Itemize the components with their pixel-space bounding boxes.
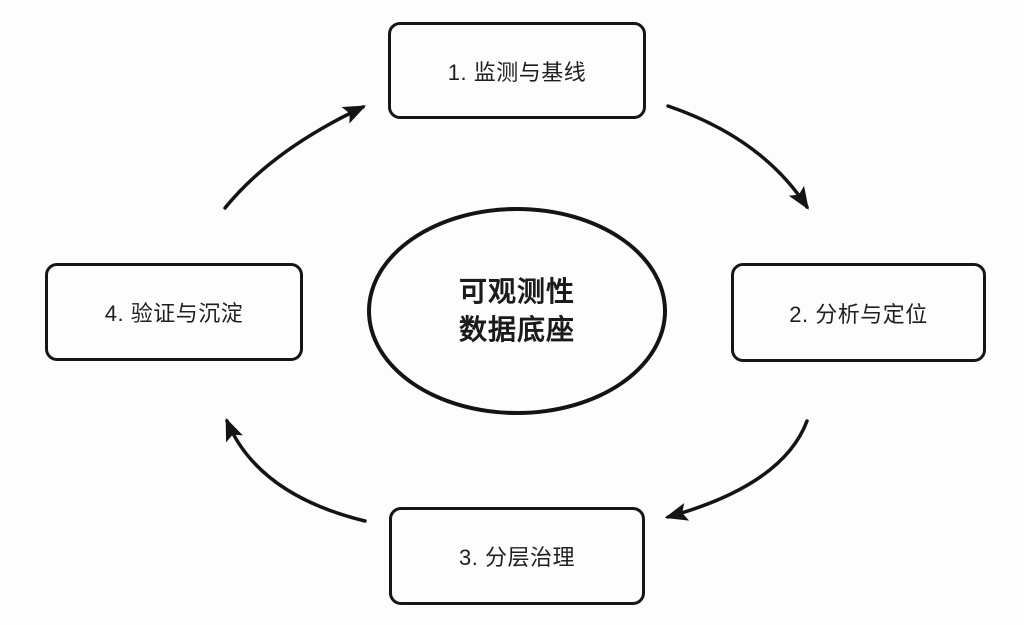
node-step-3: 3. 分层治理 xyxy=(389,507,645,605)
node-step-4: 4. 验证与沉淀 xyxy=(45,263,303,361)
node-step-1-label: 1. 监测与基线 xyxy=(447,59,587,85)
arrow-step1-to-step2 xyxy=(666,104,809,210)
node-step-3-label: 3. 分层治理 xyxy=(459,545,575,570)
node-step-2-label: 2. 分析与定位 xyxy=(789,301,928,327)
node-step-1: 1. 监测与基线 xyxy=(388,22,646,119)
node-step-4-label: 4. 验证与沉淀 xyxy=(104,301,244,326)
arrow-step4-to-step1 xyxy=(223,105,367,210)
node-step-2: 2. 分析与定位 xyxy=(731,263,986,362)
center-label-line2: 数据底座 xyxy=(458,314,575,345)
arrow-step2-to-step3 xyxy=(664,419,809,521)
arrow-step3-to-step4 xyxy=(225,417,367,523)
center-ellipse: 可观测性 数据底座 xyxy=(367,207,667,415)
center-label-line1: 可观测性 xyxy=(458,276,575,308)
